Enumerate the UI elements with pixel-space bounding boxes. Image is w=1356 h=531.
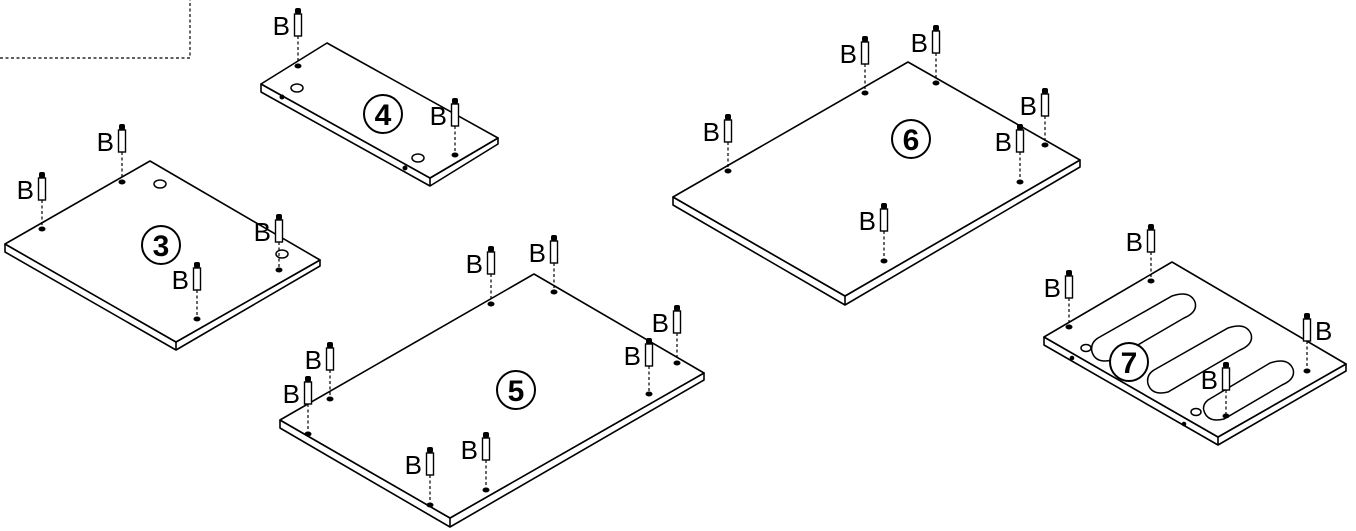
dowel-pin-b: B [405,447,435,508]
dowel-pin-b: B [995,124,1025,185]
dowel-pin-b: B [1201,362,1231,419]
dowel-pin-b: B [97,124,127,185]
pin-label-b: B [254,217,271,247]
pin-label-b: B [840,39,857,69]
dowel-pin-b: B [172,262,202,322]
dowel-pin-b: B [652,305,682,366]
panel-3: 3 [4,160,321,351]
pin-label-b: B [703,117,720,147]
pin-label-b: B [652,308,669,338]
panel-6: 6 [672,61,1081,306]
dowel-pin-b: B [305,342,335,402]
dowel-pin-b: B [911,25,941,86]
dowel-pin-b: B [254,214,284,273]
pin-label-b: B [405,450,422,480]
pin-label-b: B [97,127,114,157]
pin-label-b: B [859,206,876,236]
dowel-pin-b: B [840,36,870,96]
dowel-pin-b: B [461,432,491,493]
panel-4: 4 [260,42,499,187]
pin-label-b: B [466,249,483,279]
pin-label-b: B [430,101,447,131]
pin-label-b: B [1126,227,1143,257]
dowel-pin-b: B [283,376,313,437]
dowel-pin-b: B [466,246,496,307]
dowel-pin-b: B [529,235,559,295]
pin-label-b: B [305,345,322,375]
dowel-pin-b: B [17,172,47,232]
dowel-pin-b: B [859,203,889,264]
panel-number-4: 4 [375,99,392,132]
dowel-pin-b: B [430,98,460,158]
panel-number-5: 5 [508,375,525,408]
panel-number-7: 7 [1121,347,1138,380]
pin-label-b: B [529,238,546,268]
pin-label-b: B [1020,91,1037,121]
dowel-pin-b: B [1126,224,1156,284]
dowel-pin-b: B [1044,270,1074,330]
panel-5: 5 [279,273,705,528]
panel-7-cutouts [1090,293,1295,421]
pin-label-b: B [17,175,34,205]
dowel-pin-b: B [1020,88,1050,148]
dowel-pin-b: B [624,338,654,397]
pin-label-b: B [283,379,300,409]
panel-number-6: 6 [903,124,920,157]
pin-label-b: B [273,11,290,41]
callout-frame [0,0,191,59]
pin-label-b: B [1201,365,1218,395]
pin-label-b: B [1044,273,1061,303]
panel-number-3: 3 [153,230,170,263]
dowel-pin-b: B [273,8,303,69]
dowel-pin-b: B [703,114,733,174]
pin-label-b: B [995,127,1012,157]
dowel-pin-b: B [1302,313,1332,374]
pin-label-b: B [624,341,641,371]
pin-label-b: B [461,435,478,465]
panel-7: 7 [1043,261,1347,446]
pin-label-b: B [911,28,928,58]
pin-label-b: B [172,265,189,295]
pin-label-b: B [1315,316,1332,346]
